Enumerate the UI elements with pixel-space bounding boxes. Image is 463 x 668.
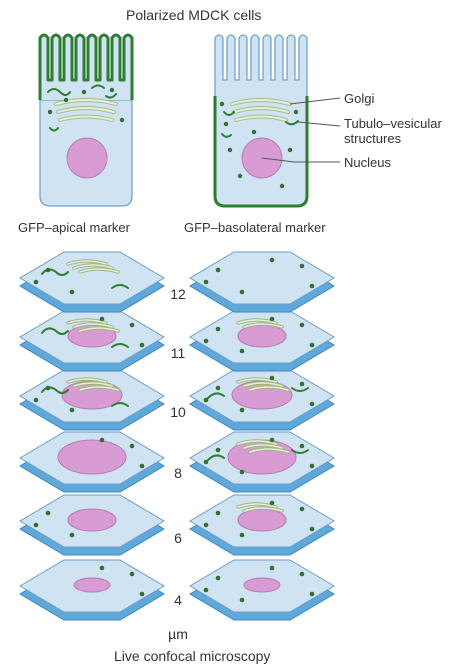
vesicle	[34, 398, 39, 403]
vesicle	[216, 448, 221, 453]
depth-label-10: 10	[166, 404, 190, 420]
vesicle	[70, 533, 75, 538]
depth-label-4: 4	[166, 592, 190, 608]
apical-membrane-marker	[40, 35, 132, 100]
label-golgi: Golgi	[344, 91, 374, 106]
depth-label-6: 6	[166, 530, 190, 546]
nucleus	[58, 440, 126, 474]
slice-right-10	[190, 370, 334, 430]
vesicle	[300, 572, 305, 577]
label-tubulo-vesicular-2: structures	[344, 131, 401, 146]
vesicle	[100, 438, 105, 443]
slice-left-4	[20, 560, 164, 620]
vesicle	[216, 576, 221, 581]
vesicle	[300, 264, 305, 269]
vesicle	[140, 464, 145, 469]
nucleus	[68, 509, 116, 531]
vesicle	[216, 327, 221, 332]
vesicle	[300, 382, 305, 387]
vesicle	[34, 280, 39, 285]
slice-left-6	[20, 495, 164, 555]
vesicle	[270, 501, 275, 506]
vesicle	[240, 598, 245, 603]
footer-caption: Live confocal microscopy	[114, 648, 270, 664]
label-apical-marker: GFP–apical marker	[18, 220, 130, 235]
nucleus	[244, 578, 280, 592]
slice-left-11	[20, 311, 164, 371]
vesicle	[204, 398, 209, 403]
depth-label-8: 8	[166, 465, 190, 481]
vesicle	[270, 258, 275, 263]
depth-label-11: 11	[166, 345, 190, 361]
vesicle	[310, 592, 315, 597]
vesicle	[34, 523, 39, 528]
vesicle	[270, 376, 275, 381]
nucleus-apical	[67, 138, 107, 178]
vesicle	[204, 588, 209, 593]
cell-apical	[40, 35, 132, 206]
vesicle	[46, 268, 51, 273]
cell-body-basolateral	[215, 35, 307, 100]
vesicle	[270, 438, 275, 443]
slice-right-8	[190, 432, 334, 492]
vesicle	[46, 511, 51, 516]
vesicle	[240, 290, 245, 295]
label-nucleus: Nucleus	[344, 155, 391, 170]
depth-label-12: 12	[166, 286, 190, 302]
vesicle	[130, 323, 135, 328]
vesicle	[270, 566, 275, 571]
vesicle	[100, 566, 105, 571]
vesicle	[240, 470, 245, 475]
slice-left-12	[20, 252, 164, 312]
vesicle	[46, 386, 51, 391]
vesicle	[270, 317, 275, 322]
vesicle	[300, 444, 305, 449]
vesicle	[216, 511, 221, 516]
vesicle	[310, 402, 315, 407]
cell-basolateral	[215, 35, 340, 206]
vesicle	[204, 460, 209, 465]
slice-left-10	[20, 370, 164, 430]
slice-right-6	[190, 495, 334, 555]
label-tubulo-vesicular-1: Tubulo–vesicular	[344, 116, 442, 131]
slices-apical-column	[20, 252, 164, 620]
vesicle	[204, 339, 209, 344]
vesicle	[216, 386, 221, 391]
slice-right-4	[190, 560, 334, 620]
label-basolateral-marker: GFP–basolateral marker	[184, 220, 326, 235]
vesicle	[300, 507, 305, 512]
vesicle	[240, 349, 245, 354]
vesicle	[240, 533, 245, 538]
vesicle	[140, 592, 145, 597]
vesicle	[70, 408, 75, 413]
vesicle	[100, 317, 105, 322]
vesicle	[310, 527, 315, 532]
vesicle	[310, 464, 315, 469]
depth-unit: µm	[166, 626, 190, 642]
diagram-title: Polarized MDCK cells	[126, 7, 261, 23]
nucleus	[74, 578, 110, 592]
vesicle	[140, 343, 145, 348]
vesicle	[240, 408, 245, 413]
vesicle	[130, 444, 135, 449]
vesicle	[70, 290, 75, 295]
vesicle	[204, 280, 209, 285]
slice-right-11	[190, 311, 334, 371]
vesicle	[310, 284, 315, 289]
vesicle	[216, 268, 221, 273]
vesicle	[204, 523, 209, 528]
slices-basolateral-column	[190, 252, 334, 620]
slice-left-8	[20, 432, 164, 492]
slice-right-12	[190, 252, 334, 312]
vesicle	[310, 343, 315, 348]
vesicle	[130, 572, 135, 577]
vesicle	[300, 323, 305, 328]
